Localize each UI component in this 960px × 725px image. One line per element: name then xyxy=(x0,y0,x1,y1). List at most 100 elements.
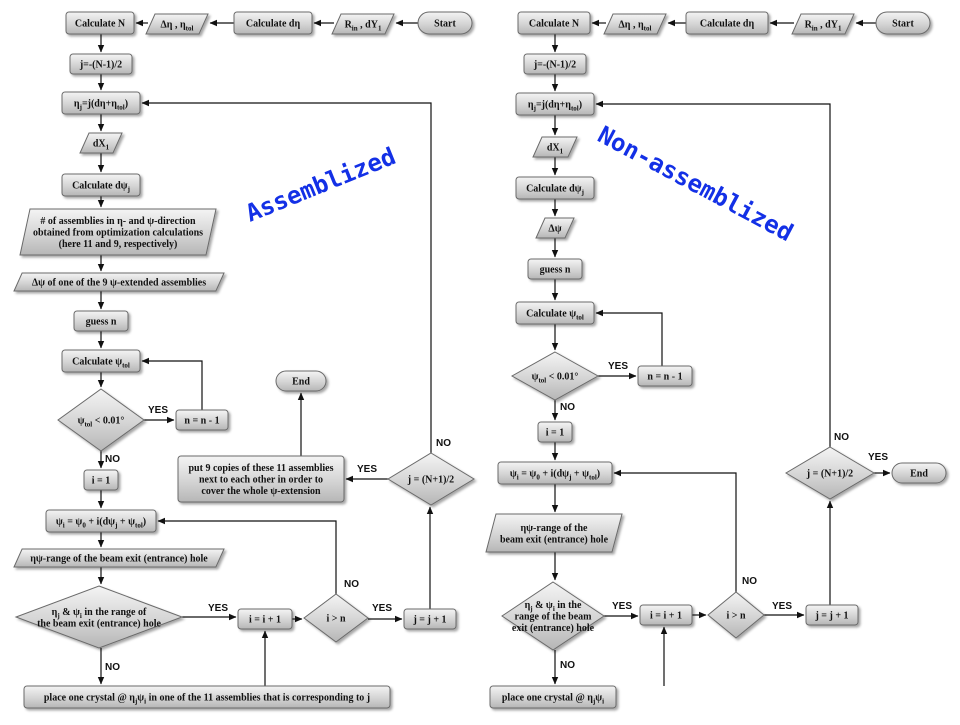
i-inc-step: i = i + 1 xyxy=(237,608,293,630)
svg-text:# of assemblies in η- and ψ-di: # of assemblies in η- and ψ-direction xyxy=(40,216,196,227)
svg-text:Rin , dY1: Rin , dY1 xyxy=(805,20,842,33)
svg-text:Start: Start xyxy=(434,19,456,30)
left-yes-range: YES xyxy=(208,603,228,614)
svg-text:Calculate dη: Calculate dη xyxy=(246,19,301,30)
svg-text:guess n: guess n xyxy=(86,317,117,328)
svg-text:j = j + 1: j = j + 1 xyxy=(412,615,446,626)
svg-text:i = i + 1: i = i + 1 xyxy=(249,615,281,626)
svg-text:ηj=j(dη+ηtol): ηj=j(dη+ηtol) xyxy=(528,100,582,113)
r-calc-dpsi-step: Calculate dψj xyxy=(515,176,595,200)
i-init-step: i = 1 xyxy=(83,469,119,491)
r-psi-cond-decision: ψtol < 0.01° xyxy=(510,351,600,401)
svg-text:(here 11 and 9, respectively): (here 11 and 9, respectively) xyxy=(59,239,178,250)
end-node: End xyxy=(275,370,327,392)
eta-j-step: ηj=j(dη+ηtol) xyxy=(61,91,141,115)
dpsi-ext-input: Δψ of one of the 9 ψ-extended assemblies xyxy=(13,272,225,292)
svg-text:Δη , ηtol: Δη , ηtol xyxy=(161,20,194,33)
svg-text:range of the beam: range of the beam xyxy=(515,612,593,623)
j-init-step: j=-(N-1)/2 xyxy=(69,53,133,75)
r-eta-j-step: ηj=j(dη+ηtol) xyxy=(515,92,595,116)
svg-text:exit (entrance) hole: exit (entrance) hole xyxy=(512,623,595,634)
rin-input: Rin , dY1 xyxy=(331,13,395,35)
right-yes-jcond: YES xyxy=(868,452,888,463)
left-no-igt: NO xyxy=(344,579,359,590)
svg-text:End: End xyxy=(292,377,310,388)
title-non-assemblized: Non-assemblized xyxy=(593,121,798,247)
j-cond-decision: j = (N+1)/2 xyxy=(387,452,475,506)
svg-text:place one crystal @ ηjψi: place one crystal @ ηjψi xyxy=(502,693,604,706)
right-yes-range: YES xyxy=(612,601,632,612)
svg-text:next to each other in order to: next to each other in order to xyxy=(199,475,323,486)
svg-text:Calculate dψj: Calculate dψj xyxy=(72,181,130,194)
r-i-gt-n-decision: i > n xyxy=(707,591,765,639)
svg-text:dX1: dX1 xyxy=(93,139,110,152)
svg-text:j = j + 1: j = j + 1 xyxy=(814,611,848,622)
svg-text:Calculate ψtol: Calculate ψtol xyxy=(72,357,130,370)
left-yes-psi: YES xyxy=(148,405,168,416)
title-assemblized: Assemblized xyxy=(242,142,400,228)
r-i-init-step: i = 1 xyxy=(537,421,573,443)
svg-text:place one crystal @ ηjψi in on: place one crystal @ ηjψi in one of the 1… xyxy=(44,693,370,706)
svg-text:j=-(N-1)/2: j=-(N-1)/2 xyxy=(533,60,576,71)
svg-text:ηψ-range of the beam exit (ent: ηψ-range of the beam exit (entrance) hol… xyxy=(30,554,208,565)
r-calc-psitol-step: Calculate ψtol xyxy=(515,301,595,325)
calc-psitol-step: Calculate ψtol xyxy=(61,349,141,373)
svg-text:i > n: i > n xyxy=(326,614,345,625)
r-j-cond-decision: j = (N+1)/2 xyxy=(785,446,875,500)
r-j-inc-step: j = j + 1 xyxy=(805,604,859,626)
svg-text:Δψ: Δψ xyxy=(548,224,561,235)
svg-text:ψi = ψ0 + i(dψj + ψtol): ψi = ψ0 + i(dψj + ψtol) xyxy=(510,469,600,482)
right-no-jcond: NO xyxy=(834,432,849,443)
svg-text:Δψ of one of the 9 ψ-extended: Δψ of one of the 9 ψ-extended assemblies xyxy=(32,278,206,289)
svg-text:ηψ-range of the: ηψ-range of the xyxy=(521,523,589,534)
svg-text:beam exit (entrance) hole: beam exit (entrance) hole xyxy=(500,534,609,545)
r-i-inc-step: i = i + 1 xyxy=(639,604,693,626)
svg-text:n = n - 1: n = n - 1 xyxy=(184,416,219,427)
deta-tol-input: Δη , ηtol xyxy=(145,13,209,35)
svg-text:Calculate N: Calculate N xyxy=(75,19,126,30)
r-dx1-input: dX1 xyxy=(532,136,578,158)
svg-text:i = 1: i = 1 xyxy=(92,476,110,487)
r-rin-input: Rin , dY1 xyxy=(791,13,855,35)
psi-cond-decision: ψtol < 0.01° xyxy=(57,388,145,452)
svg-text:Calculate dη: Calculate dη xyxy=(700,19,755,30)
r-dpsi-input: Δψ xyxy=(535,217,575,239)
left-no-psi: NO xyxy=(105,454,120,465)
r-deta-tol-input: Δη , ηtol xyxy=(603,13,667,35)
r-end-node: End xyxy=(891,462,947,484)
svg-text:Calculate N: Calculate N xyxy=(529,19,580,30)
svg-text:ηj & ψi in the range of: ηj & ψi in the range of xyxy=(52,607,147,620)
svg-text:Start: Start xyxy=(892,19,914,30)
svg-text:obtained from optimization cal: obtained from optimization calculations xyxy=(33,228,203,239)
i-gt-n-decision: i > n xyxy=(303,593,369,643)
svg-text:Calculate dψj: Calculate dψj xyxy=(526,184,584,197)
svg-text:n = n - 1: n = n - 1 xyxy=(647,372,682,383)
calc-deta-step: Calculate dη xyxy=(233,11,313,35)
r-psi-i-step: ψi = ψ0 + i(dψj + ψtol) xyxy=(497,461,613,485)
assemblies-input: # of assemblies in η- and ψ-directionobt… xyxy=(19,208,217,256)
svg-text:ηj=j(dη+ηtol): ηj=j(dη+ηtol) xyxy=(74,99,128,112)
svg-text:j = (N+1)/2: j = (N+1)/2 xyxy=(806,469,853,480)
svg-text:ψi = ψ0 + i(dψj + ψtol): ψi = ψ0 + i(dψj + ψtol) xyxy=(56,517,146,530)
svg-text:cover the whole ψ-extension: cover the whole ψ-extension xyxy=(201,486,321,497)
r-calc-n-step: Calculate N xyxy=(517,11,591,35)
right-no-range: NO xyxy=(560,660,575,671)
r-guess-n-step: guess n xyxy=(527,258,583,280)
r-calc-deta-step: Calculate dη xyxy=(685,11,769,35)
svg-text:i > n: i > n xyxy=(726,611,745,622)
left-no-range: NO xyxy=(105,662,120,673)
svg-text:ψtol < 0.01°: ψtol < 0.01° xyxy=(532,372,579,385)
psi-i-step: ψi = ψ0 + i(dψj + ψtol) xyxy=(45,509,157,533)
calc-dpsi-step: Calculate dψj xyxy=(61,173,141,197)
svg-text:Calculate ψtol: Calculate ψtol xyxy=(526,309,584,322)
place-step: place one crystal @ ηjψi in one of the 1… xyxy=(23,685,391,709)
dx1-input: dX1 xyxy=(79,132,123,154)
n-dec-step: n = n - 1 xyxy=(175,409,229,431)
svg-text:put 9 copies of these 11 assem: put 9 copies of these 11 assemblies xyxy=(189,463,334,474)
svg-text:ψtol < 0.01°: ψtol < 0.01° xyxy=(78,416,125,429)
guess-n-step: guess n xyxy=(73,310,129,332)
